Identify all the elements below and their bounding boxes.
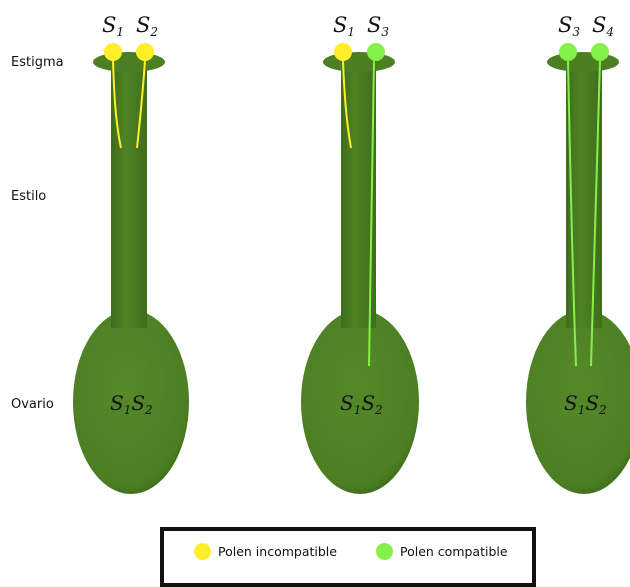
pollen-grain-incompatible bbox=[334, 43, 352, 61]
pollen-grain-compatible bbox=[559, 43, 577, 61]
pollen-allele-label: S4 bbox=[592, 13, 614, 39]
legend: Polen incompatible Polen compatible bbox=[160, 527, 536, 587]
green-dot-icon bbox=[376, 543, 393, 560]
pollen-allele-label: S1 bbox=[102, 13, 124, 39]
row-label-ovary: Ovario bbox=[11, 397, 54, 412]
yellow-dot-icon bbox=[194, 543, 211, 560]
pollen-tube-compatible bbox=[590, 59, 601, 367]
pollen-grain-compatible bbox=[367, 43, 385, 61]
pistil-3: S3 S4 S1S2 bbox=[526, 13, 630, 494]
pistil-2: S1 S3 S1S2 bbox=[301, 13, 419, 494]
pollen-tube-incompatible bbox=[342, 59, 352, 149]
pollen-allele-label: S2 bbox=[136, 13, 158, 39]
pollen-allele-label: S1 bbox=[333, 13, 355, 39]
row-label-stigma: Estigma bbox=[11, 55, 64, 70]
pistil-1: S1 S2 S1S2 bbox=[73, 13, 189, 494]
legend-item-compatible: Polen compatible bbox=[376, 543, 508, 560]
pollen-allele-label: S3 bbox=[558, 13, 580, 39]
self-incompatibility-diagram: Estigma Estilo Ovario S1 S2 S1S2 S1 S3 S… bbox=[11, 13, 630, 494]
ovary bbox=[301, 310, 419, 494]
ovary-genotype-label: S1S2 bbox=[340, 391, 383, 417]
ovary bbox=[526, 310, 630, 494]
stigma bbox=[93, 52, 165, 72]
legend-label-incompatible: Polen incompatible bbox=[218, 544, 337, 559]
row-label-style: Estilo bbox=[11, 189, 46, 204]
pollen-tube-compatible bbox=[567, 59, 577, 367]
pollen-grain-incompatible bbox=[136, 43, 154, 61]
pollen-tube-incompatible bbox=[136, 59, 146, 149]
pollen-grain-incompatible bbox=[104, 43, 122, 61]
legend-label-compatible: Polen compatible bbox=[400, 544, 508, 559]
ovary bbox=[73, 310, 189, 494]
pollen-tube-incompatible bbox=[112, 59, 122, 149]
pollen-allele-label: S3 bbox=[367, 13, 389, 39]
pollen-grain-compatible bbox=[591, 43, 609, 61]
legend-item-incompatible: Polen incompatible bbox=[194, 543, 337, 560]
ovary-genotype-label: S1S2 bbox=[110, 391, 153, 417]
pollen-tube-compatible bbox=[368, 59, 375, 367]
ovary-genotype-label: S1S2 bbox=[564, 391, 607, 417]
